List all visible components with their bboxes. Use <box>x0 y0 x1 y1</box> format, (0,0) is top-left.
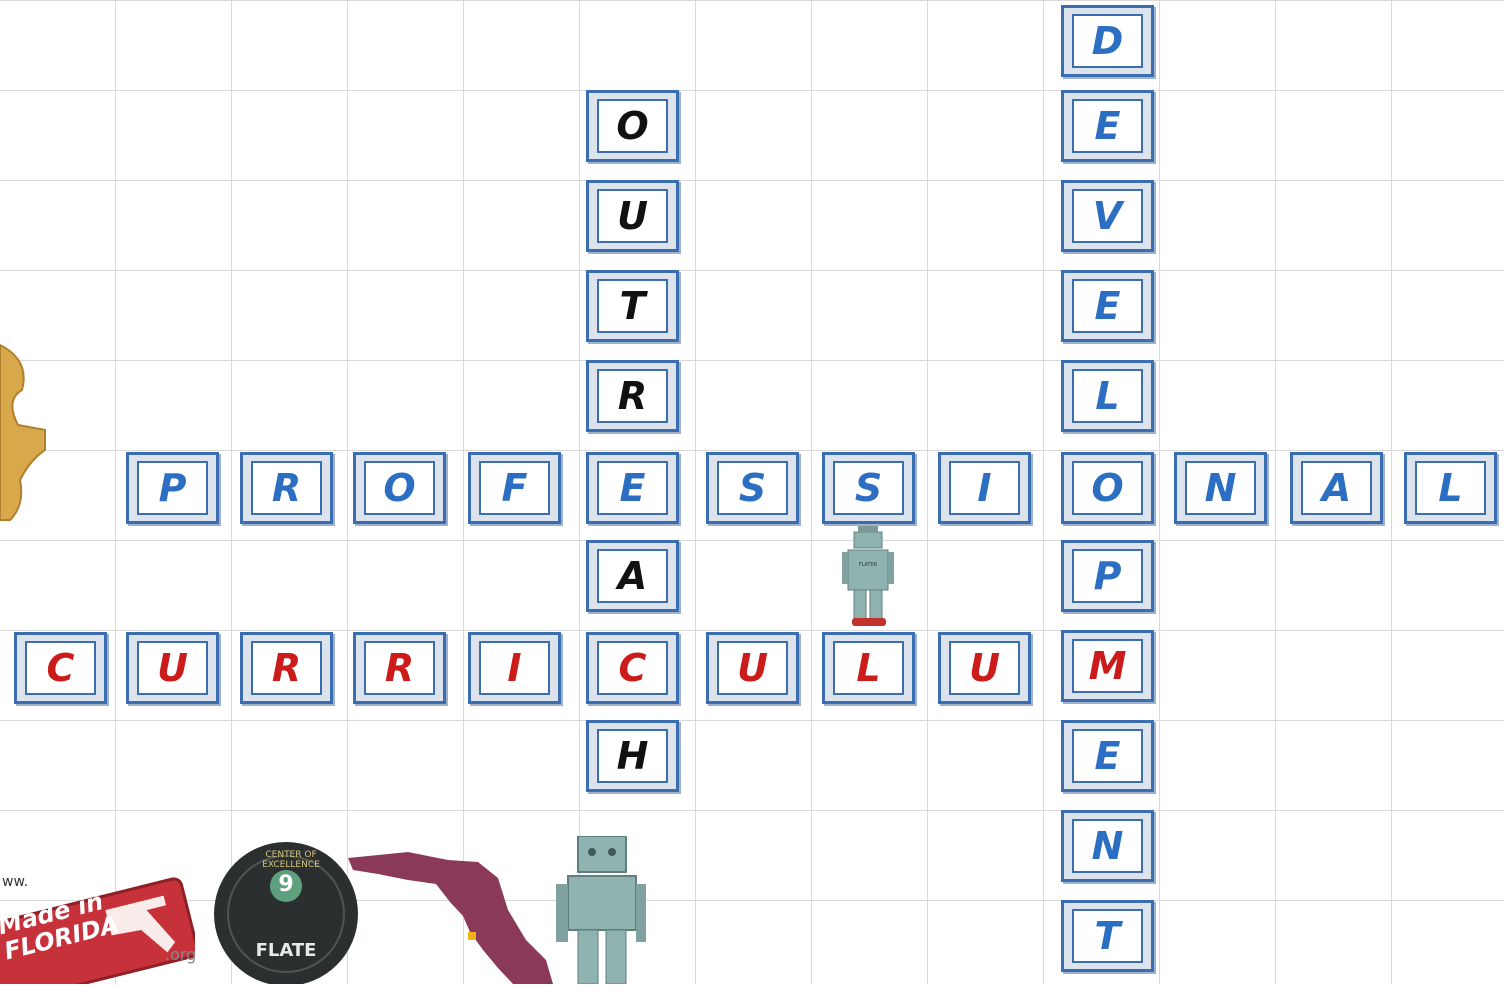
tile-letter: A <box>1301 461 1372 515</box>
outreach-tile-o: O <box>586 90 679 162</box>
curriculum-tile-u1: U <box>126 632 219 704</box>
development-tile-v: V <box>1061 180 1154 252</box>
development-tile-e3: E <box>1061 720 1154 792</box>
flate-seal-name: FLATE <box>211 940 361 961</box>
development-tile-p: P <box>1061 540 1154 612</box>
tile-letter: O <box>597 99 668 153</box>
development-tile-m: M <box>1061 630 1154 702</box>
tile-letter: L <box>1072 369 1143 423</box>
development-tile-e2: E <box>1061 270 1154 342</box>
professional-tile-s1: S <box>706 452 799 524</box>
professional-tile-i: I <box>938 452 1031 524</box>
development-tile-t: T <box>1061 900 1154 972</box>
curriculum-tile-u2: U <box>706 632 799 704</box>
professional-tile-e: E <box>586 452 679 524</box>
tile-letter: N <box>1185 461 1256 515</box>
outreach-tile-a: A <box>586 540 679 612</box>
flate-seal-arc-text: CENTER OF EXCELLENCE <box>251 850 331 870</box>
development-tile-e1: E <box>1061 90 1154 162</box>
outreach-tile-t: T <box>586 270 679 342</box>
tile-letter: S <box>717 461 788 515</box>
flate-seal: CENTER OF EXCELLENCE 9 FLATE <box>211 842 361 984</box>
flater-robot-large-icon <box>556 836 646 984</box>
flate-seal-number: 9 <box>211 872 361 897</box>
curriculum-tile-l: L <box>822 632 915 704</box>
tile-letter: U <box>717 641 788 695</box>
tile-letter: L <box>1415 461 1486 515</box>
curriculum-tile-r2: R <box>353 632 446 704</box>
curriculum-tile-u3: U <box>938 632 1031 704</box>
tile-letter: N <box>1072 819 1143 873</box>
tile-letter: M <box>1072 639 1143 693</box>
outreach-tile-u: U <box>586 180 679 252</box>
org-text: .org <box>165 945 196 964</box>
tile-letter: E <box>1072 729 1143 783</box>
tile-letter: H <box>597 729 668 783</box>
professional-tile-f: F <box>468 452 561 524</box>
outreach-tile-r: R <box>586 360 679 432</box>
tile-letter: S <box>833 461 904 515</box>
tile-letter: D <box>1072 14 1143 68</box>
professional-tile-p: P <box>126 452 219 524</box>
tile-letter: R <box>597 369 668 423</box>
made-in-florida-badge: Made in FLORIDA <box>0 860 195 984</box>
tile-letter: U <box>949 641 1020 695</box>
tile-letter: A <box>597 549 668 603</box>
florida-map-icon <box>348 850 558 984</box>
flater-robot-small-icon: FLATER <box>838 526 898 631</box>
tile-letter: O <box>364 461 435 515</box>
development-tile-l: L <box>1061 360 1154 432</box>
curriculum-tile-r1: R <box>240 632 333 704</box>
tile-letter: R <box>364 641 435 695</box>
curriculum-tile-i: I <box>468 632 561 704</box>
gold-gear-icon <box>0 320 50 540</box>
curriculum-tile-c2: C <box>586 632 679 704</box>
professional-tile-o2: O <box>1061 452 1154 524</box>
tile-letter: R <box>251 641 322 695</box>
professional-tile-a: A <box>1290 452 1383 524</box>
tile-letter: O <box>1072 461 1143 515</box>
professional-tile-r: R <box>240 452 333 524</box>
tile-letter: U <box>137 641 208 695</box>
development-tile-n: N <box>1061 810 1154 882</box>
tile-letter: F <box>479 461 550 515</box>
professional-tile-s2: S <box>822 452 915 524</box>
development-tile-d: D <box>1061 5 1154 77</box>
professional-tile-l: L <box>1404 452 1497 524</box>
tile-letter: E <box>1072 99 1143 153</box>
tile-letter: C <box>597 641 668 695</box>
tile-letter: R <box>251 461 322 515</box>
tile-letter: E <box>597 461 668 515</box>
tile-letter: I <box>949 461 1020 515</box>
tile-letter: I <box>479 641 550 695</box>
professional-tile-n: N <box>1174 452 1267 524</box>
tile-letter: T <box>1072 909 1143 963</box>
curriculum-tile-c1: C <box>14 632 107 704</box>
tile-letter: U <box>597 189 668 243</box>
tile-letter: P <box>1072 549 1143 603</box>
tile-letter: V <box>1072 189 1143 243</box>
robot-label: FLATER <box>859 562 878 568</box>
tile-letter: L <box>833 641 904 695</box>
outreach-tile-h: H <box>586 720 679 792</box>
tile-letter: C <box>25 641 96 695</box>
tile-letter: T <box>597 279 668 333</box>
professional-tile-o1: O <box>353 452 446 524</box>
tile-letter: P <box>137 461 208 515</box>
tile-letter: E <box>1072 279 1143 333</box>
